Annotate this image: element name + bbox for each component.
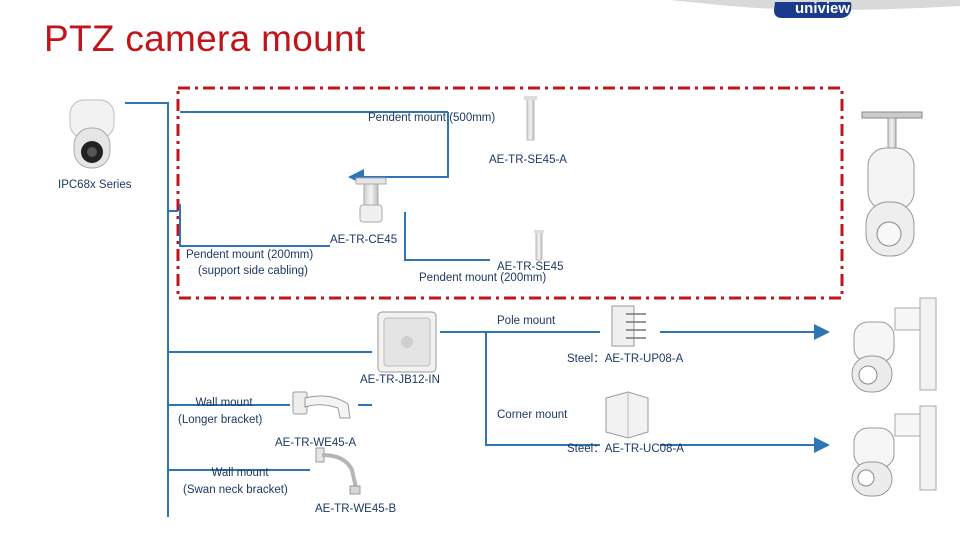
wall-swan-note: (Swan neck bracket) — [183, 484, 288, 496]
pendent-ce45-image — [355, 177, 387, 223]
ceiling-mount-group-frame — [176, 86, 844, 300]
wall-long-note: (Longer bracket) — [178, 414, 263, 426]
pole-mounted-camera-image — [851, 297, 937, 393]
conn-jb12 — [167, 305, 372, 353]
pendent-500-image — [524, 96, 537, 141]
pendent-se45-image — [534, 230, 544, 261]
corner-mount-model: Steel：AE-TR-UC08-A — [567, 443, 684, 455]
pendent-se45-model: AE-TR-SE45 — [497, 261, 564, 273]
pendent-500-model: AE-TR-SE45-A — [489, 154, 567, 166]
wall-mount-swan-image — [315, 447, 361, 495]
page-title: PTZ camera mount — [44, 18, 366, 59]
pendent-ce45-note: (support side cabling) — [198, 265, 308, 277]
wall-swan-name: Wall mount — [211, 467, 269, 479]
pole-mount-name: Pole mount — [497, 315, 556, 327]
pendent-500-name: Pendent mount (500mm) — [368, 112, 496, 124]
conn-se45a — [348, 112, 449, 185]
trunk-line — [125, 102, 169, 517]
wall-long-model: AE-TR-WE45-A — [275, 437, 357, 449]
wall-mount-long-image — [292, 391, 351, 419]
pole-mount-image — [611, 305, 646, 347]
junction-box-model: AE-TR-JB12-IN — [360, 374, 440, 386]
corner-mount-name: Corner mount — [497, 409, 568, 421]
conn-se45 — [404, 212, 490, 261]
corner-mounted-camera-image — [851, 405, 937, 497]
ptz-camera-image — [69, 99, 115, 169]
wall-long-name: Wall mount — [195, 397, 253, 409]
header-band — [670, 0, 960, 18]
pendent-ce45-name: Pendent mount (200mm) — [186, 249, 314, 261]
pendent-se45-name: Pendent mount (200mm) — [419, 272, 547, 284]
pole-mount-model: Steel：AE-TR-UP08-A — [567, 353, 684, 365]
junction-box-image — [377, 311, 437, 373]
conn-jb-to-mounts — [440, 331, 600, 446]
brand-logo-text: uniview — [795, 0, 851, 17]
camera-series-label: IPC68x Series — [58, 179, 132, 191]
ceiling-camera-image — [861, 111, 923, 257]
corner-mount-image — [605, 391, 649, 439]
conn-ce45-branch — [179, 204, 330, 247]
pendent-ce45-model: AE-TR-CE45 — [330, 234, 398, 246]
uniview-logo — [774, 2, 852, 18]
wall-swan-model: AE-TR-WE45-B — [315, 503, 397, 515]
